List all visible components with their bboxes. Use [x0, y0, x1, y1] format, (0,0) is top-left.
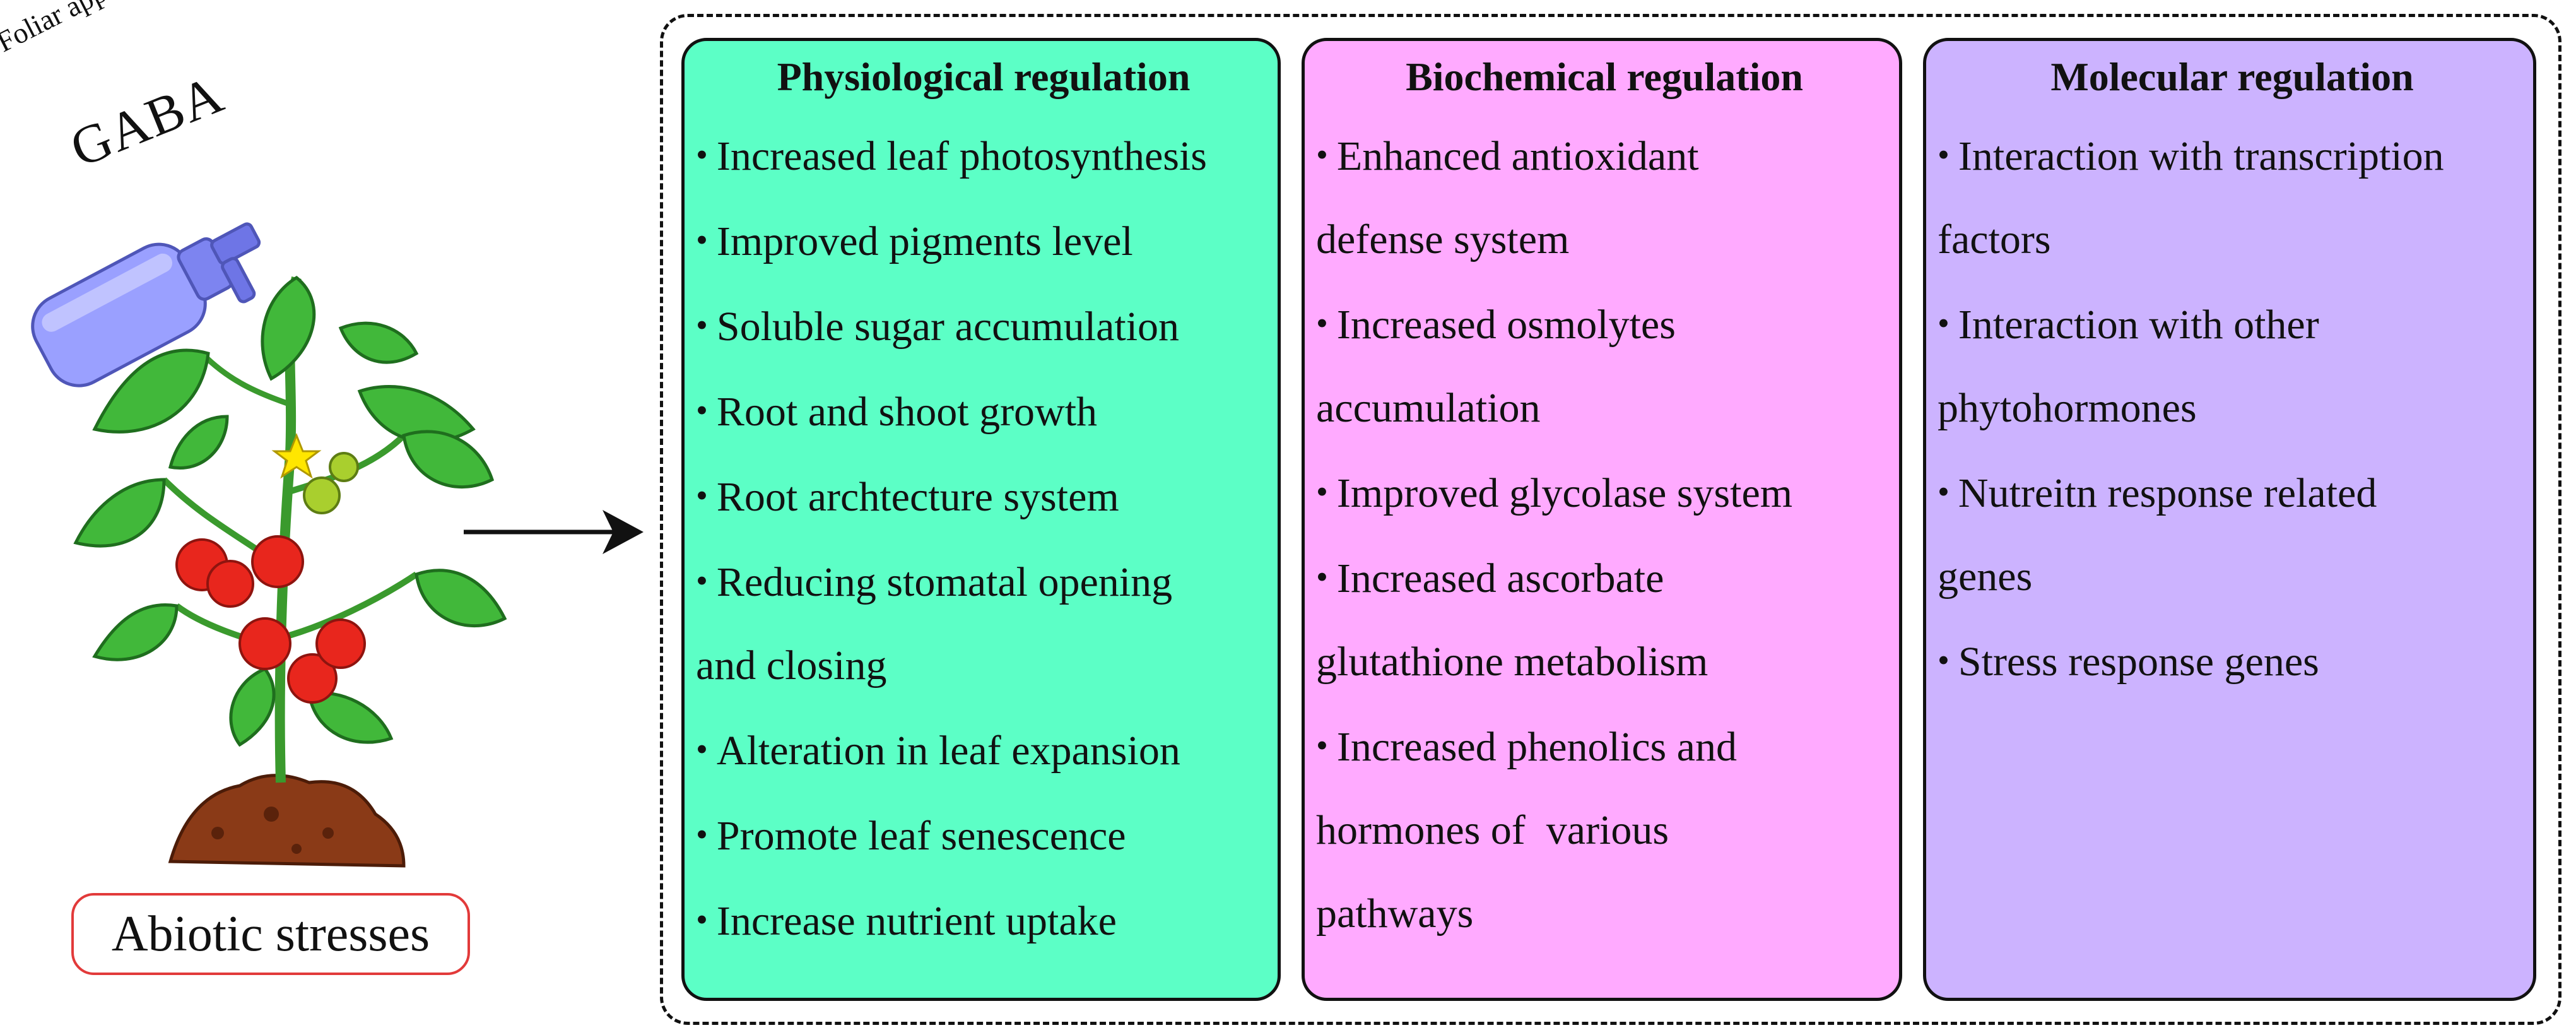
item-text: Improved pigments level — [716, 218, 1133, 265]
bullet-icon: • — [1938, 136, 1950, 174]
list-item: •Increased osmolytes — [1316, 281, 1893, 367]
tomato-fruits — [175, 535, 366, 704]
list-item: •Stress response genes — [1938, 618, 2527, 704]
item-text: accumulation — [1316, 385, 1541, 432]
list-item-continued: pathways — [1316, 872, 1893, 955]
right-arrow-icon — [464, 510, 644, 554]
panel-title: Biochemical regulation — [1406, 54, 1803, 99]
list-item-continued: and closing — [696, 624, 1271, 707]
list-item: •Interaction with other — [1938, 281, 2527, 367]
bullet-icon: • — [1938, 304, 1950, 343]
panel-title: Physiological regulation — [777, 54, 1191, 99]
list-item: •Increased ascorbate — [1316, 535, 1893, 620]
list-item-continued: phytohormones — [1938, 367, 2527, 450]
list-item: •Alteration in leaf expansion — [696, 707, 1271, 793]
item-text: Interaction with other — [1958, 302, 2319, 348]
list-item: •Root and shoot growth — [696, 369, 1271, 454]
list-item-continued: genes — [1938, 535, 2527, 618]
item-text: Stress response genes — [1958, 639, 2319, 685]
bullet-icon: • — [1316, 304, 1328, 343]
abiotic-stress-label: Abiotic stresses — [71, 893, 470, 975]
panel-title: Molecular regulation — [2050, 54, 2414, 99]
list-item: •Root archtecture system — [696, 454, 1271, 539]
item-text: defense system — [1316, 216, 1570, 263]
item-text: Increased osmolytes — [1336, 302, 1676, 348]
list-item: •Improved pigments level — [696, 198, 1271, 283]
bullet-icon: • — [696, 476, 708, 515]
molecular-panel: Molecular regulation •Interaction with t… — [1923, 38, 2536, 1001]
item-text: Increased ascorbate — [1336, 555, 1664, 602]
item-text: Increased leaf photosynthesis — [716, 133, 1207, 180]
item-text: Improved glycolase system — [1336, 470, 1793, 517]
list-item-continued: accumulation — [1316, 367, 1893, 450]
list-item: •Increase nutrient uptake — [696, 878, 1271, 963]
physiological-panel: Physiological regulation •Increased leaf… — [681, 38, 1281, 1001]
plant-drawing — [31, 222, 644, 868]
soil-mound — [168, 774, 406, 868]
item-text: Interaction with transcription — [1958, 133, 2444, 180]
regulation-container — [660, 14, 2561, 1025]
green-tomatoes — [303, 452, 359, 514]
list-item: •Enhanced antioxidant — [1316, 113, 1893, 198]
bullet-icon: • — [696, 306, 708, 345]
item-text: genes — [1938, 553, 2033, 600]
item-text: Increase nutrient uptake — [716, 898, 1117, 945]
bullet-icon: • — [696, 136, 708, 174]
list-item: •Nutreitn response related — [1938, 450, 2527, 535]
bullet-icon: • — [1316, 473, 1328, 511]
list-item: •Soluble sugar accumulation — [696, 283, 1271, 369]
item-text: pathways — [1316, 890, 1474, 937]
item-text: Promote leaf senescence — [716, 813, 1126, 860]
bullet-icon: • — [696, 901, 708, 939]
plant-illustration: Foliar application of GABA Abiotic stres… — [0, 0, 694, 1035]
biochemical-list: •Enhanced antioxidant defense system •In… — [1316, 113, 1893, 955]
physiological-list: •Increased leaf photosynthesis •Improved… — [696, 113, 1271, 963]
bullet-icon: • — [696, 391, 708, 430]
molecular-list: •Interaction with transcription factors … — [1938, 113, 2527, 704]
bullet-icon: • — [1316, 136, 1328, 174]
bullet-icon: • — [1316, 558, 1328, 596]
bullet-icon: • — [696, 815, 708, 854]
bullet-icon: • — [1938, 641, 1950, 680]
list-item: •Promote leaf senescence — [696, 793, 1271, 878]
list-item-continued: glutathione metabolism — [1316, 620, 1893, 704]
flower-icon — [271, 432, 322, 479]
bullet-icon: • — [696, 562, 708, 600]
list-item: •Increased leaf photosynthesis — [696, 113, 1271, 198]
item-text: Nutreitn response related — [1958, 470, 2377, 517]
list-item-continued: hormones of various — [1316, 789, 1893, 872]
plant-leaves — [73, 275, 507, 747]
list-item: •Improved glycolase system — [1316, 450, 1893, 535]
list-item-continued: defense system — [1316, 198, 1893, 281]
bullet-icon: • — [696, 730, 708, 769]
list-item: •Reducing stomatal opening — [696, 539, 1271, 624]
list-item-continued: factors — [1938, 198, 2527, 281]
spray-bottle-icon — [31, 222, 261, 387]
list-item: •Interaction with transcription — [1938, 113, 2527, 198]
item-text: factors — [1938, 216, 2051, 263]
biochemical-panel: Biochemical regulation •Enhanced antioxi… — [1302, 38, 1902, 1001]
list-item: •Increased phenolics and — [1316, 704, 1893, 789]
item-text: Increased phenolics and — [1336, 724, 1737, 771]
bullet-icon: • — [1316, 726, 1328, 765]
item-text: Alteration in leaf expansion — [716, 728, 1180, 774]
item-text: Reducing stomatal opening — [716, 559, 1173, 606]
bullet-icon: • — [696, 221, 708, 259]
bullet-icon: • — [1938, 473, 1950, 511]
item-text: Enhanced antioxidant — [1336, 133, 1699, 180]
item-text: Soluble sugar accumulation — [716, 304, 1180, 350]
item-text: glutathione metabolism — [1316, 639, 1709, 685]
item-text: and closing — [696, 642, 887, 689]
item-text: hormones of various — [1316, 807, 1669, 854]
item-text: Root and shoot growth — [716, 389, 1098, 435]
item-text: phytohormones — [1938, 385, 2197, 432]
item-text: Root archtecture system — [716, 474, 1119, 521]
